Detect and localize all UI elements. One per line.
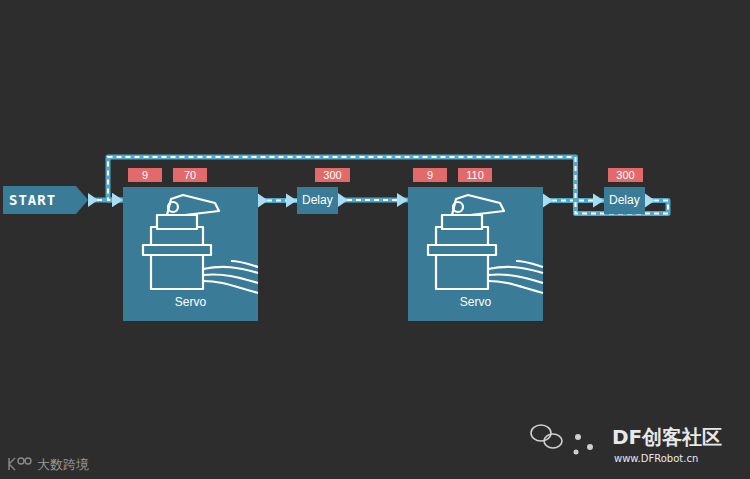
block-label: Delay [609,193,640,207]
parameter-tag: 300 [315,168,350,182]
flow-connector [338,193,408,207]
parameter-tag: 300 [608,168,643,182]
block-label: Servo [408,295,543,309]
site-logo [9,458,31,470]
parameter-tag: 110 [458,168,492,182]
dfrobot-logo [574,434,594,455]
flow-connector [258,194,297,208]
servo-block: 9110Servo [408,187,543,321]
wechat-icon [531,425,562,448]
start-block: START [3,186,88,214]
watermark: DF创客社区 [612,424,722,451]
servo-block: 970Servo [123,187,258,321]
block-label: START [9,192,56,208]
parameter-tag: 9 [128,168,162,182]
delay-block: 300Delay [297,187,338,214]
delay-block: 300Delay [604,187,645,214]
servo-picture [123,187,258,321]
parameter-tag: 9 [413,168,447,182]
parameter-tag: 70 [173,168,207,182]
block-label: Delay [302,193,333,207]
flow-connector [108,157,668,214]
watermark-url: www.DFRobot.cn [614,453,698,464]
watermark: 大数跨境 [37,456,89,474]
servo-picture [408,187,543,321]
block-label: Servo [123,295,258,309]
